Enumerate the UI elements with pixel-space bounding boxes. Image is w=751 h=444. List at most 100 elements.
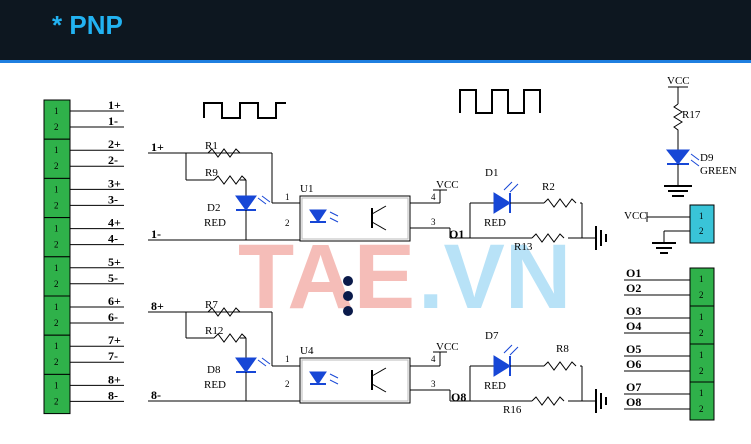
ch1-resistor-led — [543, 198, 577, 208]
ch8-led-color: RED — [204, 379, 226, 391]
ch1-r-b-label: R9 — [205, 167, 218, 179]
input-connector-label-minus: 8- — [108, 388, 118, 402]
header-divider — [0, 60, 751, 63]
ch8-r-pull-label: R16 — [503, 404, 522, 416]
schematic: TAE .VN 121+1-122+2-123+3-124+4-125+5-12… — [43, 75, 737, 421]
output-connector-label-b: O8 — [626, 395, 641, 409]
square-wave-output — [459, 89, 541, 114]
ch8-vcc-label: VCC — [436, 341, 459, 353]
input-connector: 1 2 5+ 5- — [43, 255, 124, 297]
ch8-output-led — [493, 355, 511, 377]
input-connector-pin1: 1 — [54, 341, 59, 351]
ch1-pin4: 4 — [431, 192, 436, 202]
square-wave-input — [203, 102, 286, 119]
power-led-label: D9 — [700, 152, 714, 164]
output-connector-label-b: O4 — [626, 319, 641, 333]
ch8-pin1: 1 — [285, 354, 290, 364]
ch1-in-plus-label: 1+ — [151, 140, 164, 154]
input-connector-pin2: 2 — [54, 396, 59, 406]
input-connectors: 121+1-122+2-123+3-124+4-125+5-126+6-127+… — [43, 98, 124, 415]
input-connector-label-minus: 3- — [108, 192, 118, 206]
input-connector: 124+4- — [43, 216, 124, 258]
ch1-r-pull-label: R13 — [514, 241, 533, 253]
ch1-out-led-label: D1 — [485, 167, 498, 179]
ch1-resistor-b — [213, 175, 247, 185]
ch1-led-color: RED — [204, 217, 226, 229]
input-connector-label-minus: 1- — [108, 114, 118, 128]
ch8-opto-label: U4 — [300, 345, 314, 357]
input-connector-pin2: 2 — [54, 240, 59, 250]
ellipsis-dot-2 — [343, 291, 353, 301]
ch8-ground-icon — [595, 389, 607, 413]
ch1-resistor-a — [207, 148, 241, 158]
ch8-pin2: 2 — [285, 379, 290, 389]
ch1-led-label: D2 — [207, 202, 220, 214]
ch1-r-a-label: R1 — [205, 140, 218, 152]
header-bullet: * — [52, 10, 63, 40]
channel-1: 1+ 1- R1 R9 D2 RED U1 1 2 4 3 — [148, 140, 607, 253]
input-connector-pin2: 2 — [54, 161, 59, 171]
channel-8: 8+ 8- R7 R12 D8 RED U4 1 2 4 3 — [148, 299, 607, 416]
header-banner: * PNP — [0, 0, 751, 63]
output-connector-pin2: 2 — [699, 404, 704, 414]
output-connector-pin2: 2 — [699, 328, 704, 338]
output-connector-pin1: 1 — [699, 350, 704, 360]
input-connector-label-plus: 2+ — [108, 137, 121, 151]
input-connector-pin1: 1 — [54, 184, 59, 194]
input-connector-label-plus: 6+ — [108, 294, 121, 308]
input-connector: 1 2 1+ 1- — [43, 98, 124, 140]
input-connector-label-minus: 2- — [108, 153, 118, 167]
ch8-resistor-a — [207, 307, 241, 317]
output-connector-pin2: 2 — [699, 290, 704, 300]
power-vcc-label: VCC — [667, 75, 690, 87]
input-connector: 128+8- — [43, 372, 124, 415]
header-title: * PNP — [52, 10, 123, 41]
power-led-color: GREEN — [700, 165, 737, 177]
input-connector-label-plus: 5+ — [108, 255, 121, 269]
input-connector-pin2: 2 — [54, 357, 59, 367]
watermark-part1: TAE — [238, 226, 415, 328]
power-connector: VCC 1 2 — [624, 204, 715, 254]
ch1-pin1: 1 — [285, 192, 290, 202]
ch1-r-led-label: R2 — [542, 181, 555, 193]
input-connector-pin2: 2 — [54, 122, 59, 132]
input-connector-pin1: 1 — [54, 224, 59, 234]
input-connector-pin2: 2 — [54, 279, 59, 289]
ch8-out-led-label: D7 — [485, 330, 499, 342]
ch8-in-minus-label: 8- — [151, 388, 161, 402]
input-connector-pin2: 2 — [54, 200, 59, 210]
output-connector-label-a: O3 — [626, 304, 641, 318]
ch1-vcc-label: VCC — [436, 179, 459, 191]
output-connector-pin1: 1 — [699, 274, 704, 284]
output-connector-label-a: O7 — [626, 380, 641, 394]
input-connector-pin1: 1 — [54, 263, 59, 273]
input-connector: 127+7- — [43, 333, 124, 375]
power-resistor — [673, 103, 683, 138]
ellipsis-dot-3 — [343, 306, 353, 316]
input-connector-pin1: 1 — [54, 106, 59, 116]
input-connector: 123+3- — [43, 176, 124, 219]
input-connector-label-plus: 1+ — [108, 98, 121, 112]
ch1-output-led — [493, 192, 511, 214]
input-connector-pin2: 2 — [54, 318, 59, 328]
input-connector-label-minus: 5- — [108, 271, 118, 285]
power-conn-pin1: 1 — [699, 211, 704, 221]
power-led — [665, 149, 691, 165]
power-ground-icon — [664, 185, 692, 197]
ch1-input-led — [235, 195, 257, 211]
ch1-pin2: 2 — [285, 218, 290, 228]
power-conn-pin2: 2 — [699, 226, 704, 236]
ch8-r-b-label: R12 — [205, 325, 223, 337]
ch1-ground-icon — [595, 226, 607, 250]
ellipsis-dot-1 — [343, 276, 353, 286]
power-indicator: VCC R17 D9 GREEN — [664, 75, 737, 197]
power-conn-vcc-label: VCC — [624, 210, 647, 222]
input-connector-label-plus: 4+ — [108, 216, 121, 230]
power-resistor-label: R17 — [682, 109, 701, 121]
input-connector: 122+2- — [43, 137, 124, 179]
ch1-in-minus-label: 1- — [151, 227, 161, 241]
ch1-optocoupler — [299, 195, 411, 242]
ch8-resistor-led — [543, 361, 577, 371]
